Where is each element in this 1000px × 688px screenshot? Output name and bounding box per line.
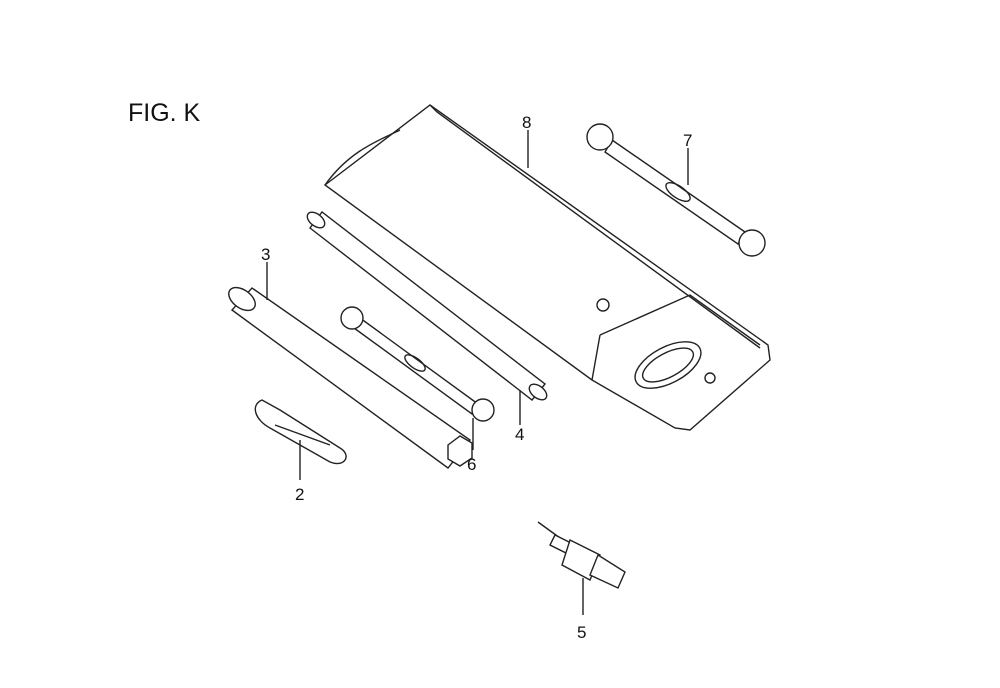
wrench-small — [340, 306, 495, 422]
label-4: 4 — [515, 425, 524, 444]
label-5: 5 — [577, 623, 586, 642]
label-6: 6 — [467, 455, 476, 474]
label-2: 2 — [295, 485, 304, 504]
rod — [306, 211, 548, 401]
wrench-large — [586, 123, 766, 257]
label-7: 7 — [683, 131, 692, 150]
tool-bag — [323, 104, 771, 431]
label-8: 8 — [522, 113, 531, 132]
spark-plug — [537, 521, 626, 589]
screwdriver — [254, 399, 347, 465]
label-3: 3 — [261, 245, 270, 264]
socket-wrench — [228, 286, 473, 469]
figure-title: FIG. K — [128, 99, 201, 127]
